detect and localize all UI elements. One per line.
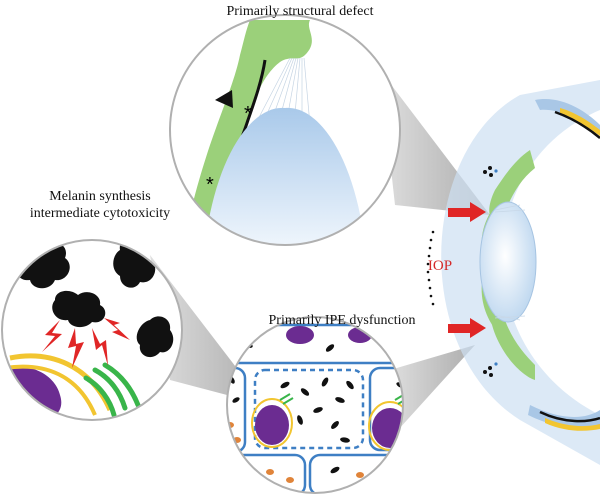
sclera-black-top: [554, 110, 600, 139]
ipe-dysfunction-inset: [226, 316, 404, 494]
sclera-band: [535, 99, 600, 135]
pigment-cluster-bottom: [483, 362, 498, 377]
iop-arrow-bottom: [448, 318, 486, 338]
label-iop: IOP: [427, 258, 453, 274]
sclera-yellow-bottom: [545, 418, 600, 431]
asterisk-2: *: [206, 174, 214, 196]
structural-defect-inset: * *: [169, 14, 401, 246]
asterisk-1: *: [244, 103, 252, 125]
sclera-yellow-top: [560, 108, 600, 136]
cone-bottom: [390, 345, 475, 430]
sclera-black-bottom: [539, 410, 600, 423]
inset-lens: [205, 107, 365, 245]
sclera-band-bottom: [528, 405, 600, 429]
eye-anatomy: [426, 80, 600, 465]
iris-upper: [489, 150, 535, 215]
label-structural-defect: Primarily structural defect: [226, 4, 374, 19]
eye-lens: [479, 201, 537, 323]
cytotoxic-bolts: [42, 318, 130, 368]
yellow-membrane-2: [4, 364, 97, 416]
label-ipe-dysfunction: Primarily IPE dysfunction: [268, 313, 416, 328]
green-filaments: [279, 393, 403, 405]
cornea: [441, 80, 600, 465]
label-melanin-line2: intermediate cytotoxicity: [29, 206, 171, 221]
pigment-cluster-top: [483, 166, 498, 177]
iris-tissue: [185, 20, 312, 240]
green-fibers: [83, 362, 141, 418]
arrowhead-marker: [215, 90, 233, 108]
iop-arrow-top: [448, 202, 486, 222]
label-melanin-line1: Melanin synthesis: [49, 189, 151, 204]
pigment-dots-anterior: [426, 230, 435, 306]
zonule-fibers: [494, 204, 526, 321]
melanin-cytotoxicity-inset: [1, 239, 183, 421]
